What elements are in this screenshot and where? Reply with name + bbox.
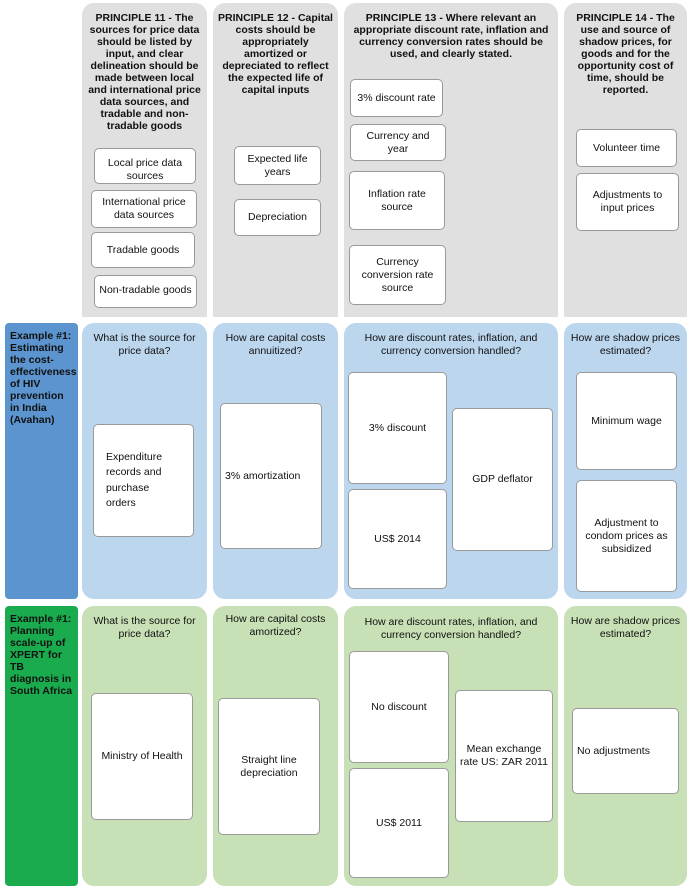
item-inflation-rate-source: Inflation rate source: [349, 171, 445, 230]
item-3pct-discount-rate: 3% discount rate: [350, 79, 443, 117]
item-local-price-data-sources: Local price data sources: [94, 148, 196, 184]
example-2-answer-exchange: Mean exchange rate US: ZAR 2011: [455, 690, 553, 822]
example-2-answer-capital: Straight line depreciation: [218, 698, 320, 835]
item-expected-life-years: Expected life years: [234, 146, 321, 185]
item-volunteer-time: Volunteer time: [576, 129, 677, 167]
principle-14-title: PRINCIPLE 14 - The use and source of sha…: [576, 12, 675, 96]
example-1-answer-shadow-1: Minimum wage: [576, 372, 677, 470]
example-2-answer-discount: No discount: [349, 651, 449, 763]
item-adjustments-to-input-prices: Adjustments to input prices: [576, 173, 679, 231]
principle-13-title: PRINCIPLE 13 - Where relevant an appropr…: [353, 12, 549, 60]
principle-12-title: PRINCIPLE 12 - Capital costs should be a…: [218, 12, 333, 96]
example-1-question-capital: How are capital costs annuitized?: [225, 332, 326, 357]
example-1-answer-inflation: GDP deflator: [452, 408, 553, 551]
example-1-answer-discount: 3% discount: [348, 372, 447, 484]
example-1-answer-capital: 3% amortization: [220, 403, 322, 549]
principle-11-title: PRINCIPLE 11 - The sources for price dat…: [88, 12, 201, 132]
item-currency-and-year: Currency and year: [350, 124, 446, 161]
example-1-answer-shadow-2: Adjustment to condom prices as subsidize…: [576, 480, 677, 592]
example-1-label: Example #1: Estimating the cost-effectiv…: [5, 323, 78, 599]
example-2-question-capital: How are capital costs amortized?: [225, 613, 326, 638]
example-2-question-price: What is the source for price data?: [93, 615, 196, 640]
example-1-answer-currency: US$ 2014: [348, 489, 447, 589]
item-currency-conversion-rate-source: Currency conversion rate source: [349, 245, 446, 305]
item-tradable-goods: Tradable goods: [91, 232, 195, 268]
item-non-tradable-goods: Non-tradable goods: [94, 275, 197, 308]
item-international-price-data-sources: International price data sources: [91, 190, 197, 228]
example-2-answer-shadow: No adjustments: [572, 708, 679, 794]
item-depreciation: Depreciation: [234, 199, 321, 236]
example-2-question-discount: How are discount rates, inflation, and c…: [364, 616, 538, 641]
example-1-question-discount: How are discount rates, inflation, and c…: [364, 332, 538, 357]
example-1-question-shadow: How are shadow prices estimated?: [570, 332, 681, 357]
example-1-question-price: What is the source for price data?: [93, 332, 196, 357]
example-2-answer-price: Ministry of Health: [91, 693, 193, 820]
example-2-answer-currency: US$ 2011: [349, 768, 449, 878]
example-2-label: Example #1: Planning scale-up of XPERT f…: [5, 606, 78, 886]
example-2-question-shadow: How are shadow prices estimated?: [570, 615, 681, 640]
example-1-answer-price: Expenditure records and purchase orders: [93, 424, 194, 537]
